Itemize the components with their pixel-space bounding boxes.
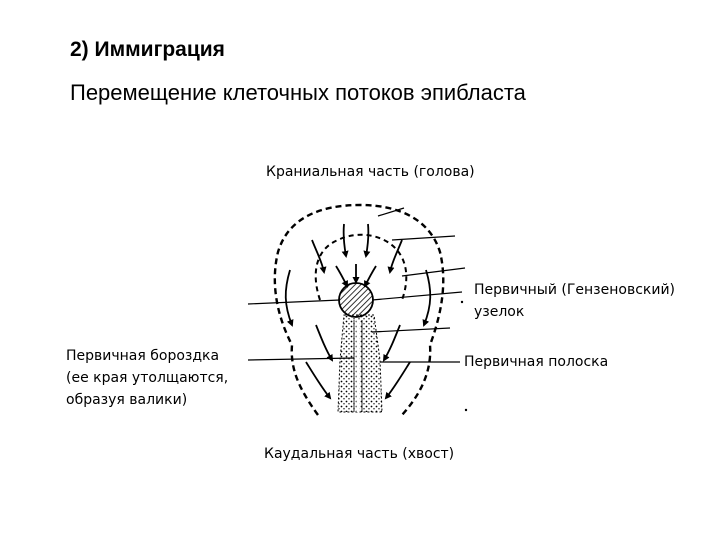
primary-streak bbox=[337, 314, 383, 413]
label-cranial: Краниальная часть (голова) bbox=[266, 164, 475, 180]
label-groove-line2: (ее края утолщаются, bbox=[66, 370, 229, 386]
label-hensen-node-line2: узелок bbox=[474, 304, 525, 320]
pointer-lines bbox=[247, 207, 466, 363]
label-groove-line3: образуя валики) bbox=[66, 392, 188, 408]
slide-subtitle: Перемещение клеточных потоков эпибласта bbox=[70, 80, 526, 105]
inner-ring bbox=[314, 233, 408, 301]
label-hensen-node-line1: Первичный (Гензеновский) bbox=[474, 282, 676, 298]
hensen-node bbox=[338, 282, 374, 318]
label-groove-line1: Первичная бороздка bbox=[66, 348, 220, 364]
embryo-outline bbox=[273, 203, 445, 416]
label-primary-streak: Первичная полоска bbox=[464, 354, 609, 370]
label-caudal: Каудальная часть (хвост) bbox=[264, 446, 455, 462]
slide-title: 2) Иммиграция bbox=[70, 38, 225, 61]
cell-flow-arrows bbox=[284, 223, 432, 400]
